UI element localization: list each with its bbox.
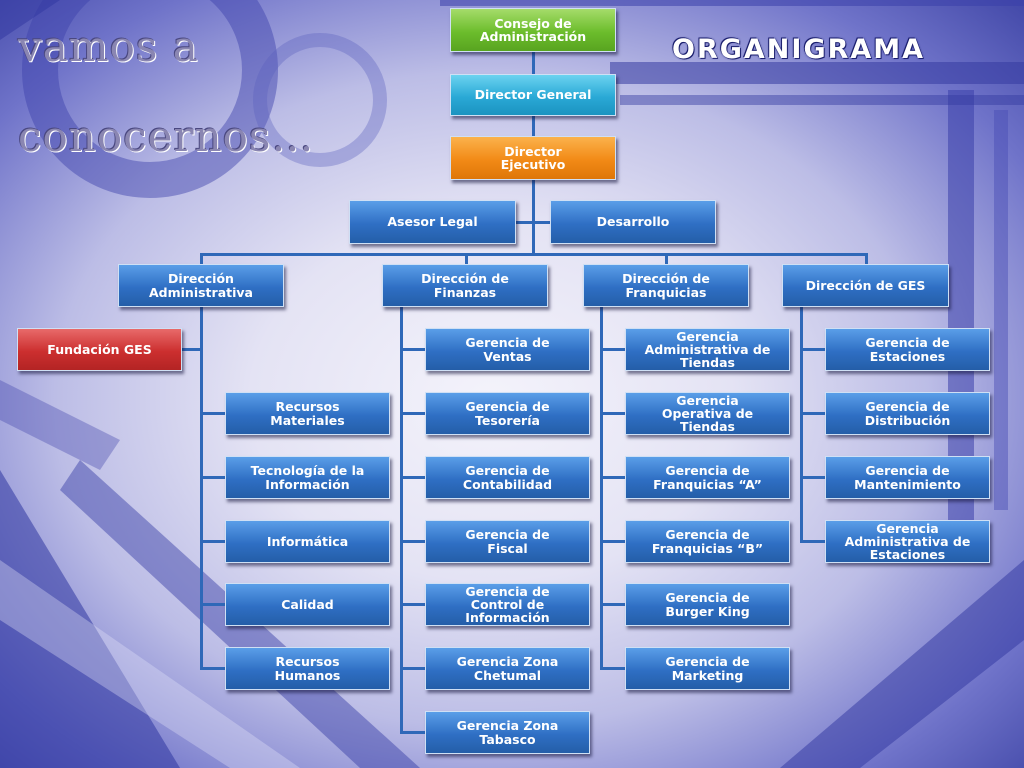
- connector: [200, 476, 226, 479]
- director-general-box[interactable]: Director General: [450, 74, 616, 116]
- connector: [600, 667, 626, 670]
- connector: [800, 412, 826, 415]
- connector: [400, 667, 426, 670]
- connector: [600, 476, 626, 479]
- connector: [800, 476, 826, 479]
- connector: [516, 221, 550, 224]
- desarrollo-box[interactable]: Desarrollo: [550, 200, 716, 244]
- connector: [800, 540, 826, 543]
- connector: [400, 540, 426, 543]
- direccion-head-box[interactable]: Dirección de Finanzas: [382, 264, 548, 307]
- connector: [600, 306, 603, 669]
- connector: [800, 348, 826, 351]
- org-unit-box[interactable]: Gerencia de Franquicias “B”: [625, 520, 790, 563]
- connector: [600, 540, 626, 543]
- org-unit-box[interactable]: Calidad: [225, 583, 390, 626]
- org-unit-box[interactable]: Informática: [225, 520, 390, 563]
- connector: [600, 603, 626, 606]
- connector: [200, 540, 226, 543]
- asesor-legal-box[interactable]: Asesor Legal: [349, 200, 516, 244]
- decor-stripe-band: [610, 62, 1024, 84]
- org-unit-box[interactable]: Gerencia de Control de Información: [425, 583, 590, 626]
- org-unit-box[interactable]: Gerencia de Franquicias “A”: [625, 456, 790, 499]
- org-unit-box[interactable]: Gerencia de Fiscal: [425, 520, 590, 563]
- connector: [200, 253, 203, 264]
- connector: [400, 412, 426, 415]
- connector: [600, 412, 626, 415]
- connector: [532, 180, 535, 254]
- org-unit-box[interactable]: Gerencia Zona Chetumal: [425, 647, 590, 690]
- connector: [600, 348, 626, 351]
- decor-stripe-band-2: [620, 95, 1024, 105]
- org-unit-box[interactable]: Recursos Humanos: [225, 647, 390, 690]
- decor-stripe-top: [440, 0, 1024, 6]
- decor-stripe-right-2: [994, 110, 1008, 510]
- connector: [400, 306, 403, 733]
- org-unit-box[interactable]: Gerencia de Contabilidad: [425, 456, 590, 499]
- slide-subtitle-line1: vamos a: [18, 22, 199, 71]
- direccion-head-box[interactable]: Dirección de Franquicias: [583, 264, 749, 307]
- direccion-head-box[interactable]: Dirección Administrativa: [118, 264, 284, 307]
- org-unit-box[interactable]: Recursos Materiales: [225, 392, 390, 435]
- connector: [532, 52, 535, 74]
- org-unit-box[interactable]: Tecnología de la Información: [225, 456, 390, 499]
- connector: [182, 348, 202, 351]
- org-unit-box[interactable]: Gerencia Administrativa de Estaciones: [825, 520, 990, 563]
- connector: [665, 253, 668, 264]
- connector: [400, 348, 426, 351]
- connector: [865, 253, 868, 264]
- fundacion-ges-box[interactable]: Fundación GES: [17, 328, 182, 371]
- connector: [200, 667, 226, 670]
- connector: [200, 412, 226, 415]
- connector: [800, 306, 803, 542]
- org-unit-box[interactable]: Gerencia de Tesorería: [425, 392, 590, 435]
- slide-subtitle-line2: conocernos…: [18, 112, 315, 161]
- org-unit-box[interactable]: Gerencia de Ventas: [425, 328, 590, 371]
- decor-stripe-right-1: [948, 90, 974, 520]
- slide-title: ORGANIGRAMA: [672, 34, 926, 65]
- connector: [400, 603, 426, 606]
- connector: [532, 116, 535, 136]
- org-unit-box[interactable]: Gerencia de Marketing: [625, 647, 790, 690]
- org-unit-box[interactable]: Gerencia de Mantenimiento: [825, 456, 990, 499]
- connector: [400, 731, 426, 734]
- org-unit-box[interactable]: Gerencia de Distribución: [825, 392, 990, 435]
- connector: [400, 476, 426, 479]
- connector: [200, 253, 868, 256]
- org-unit-box[interactable]: Gerencia Administrativa de Tiendas: [625, 328, 790, 371]
- consejo-box[interactable]: Consejo de Administración: [450, 8, 616, 52]
- org-unit-box[interactable]: Gerencia Operativa de Tiendas: [625, 392, 790, 435]
- org-unit-box[interactable]: Gerencia de Burger King: [625, 583, 790, 626]
- connector: [200, 306, 203, 669]
- connector: [465, 253, 468, 264]
- direccion-head-box[interactable]: Dirección de GES: [782, 264, 949, 307]
- org-unit-box[interactable]: Gerencia de Estaciones: [825, 328, 990, 371]
- connector: [200, 603, 226, 606]
- org-unit-box[interactable]: Gerencia Zona Tabasco: [425, 711, 590, 754]
- director-ejecutivo-box[interactable]: Director Ejecutivo: [450, 136, 616, 180]
